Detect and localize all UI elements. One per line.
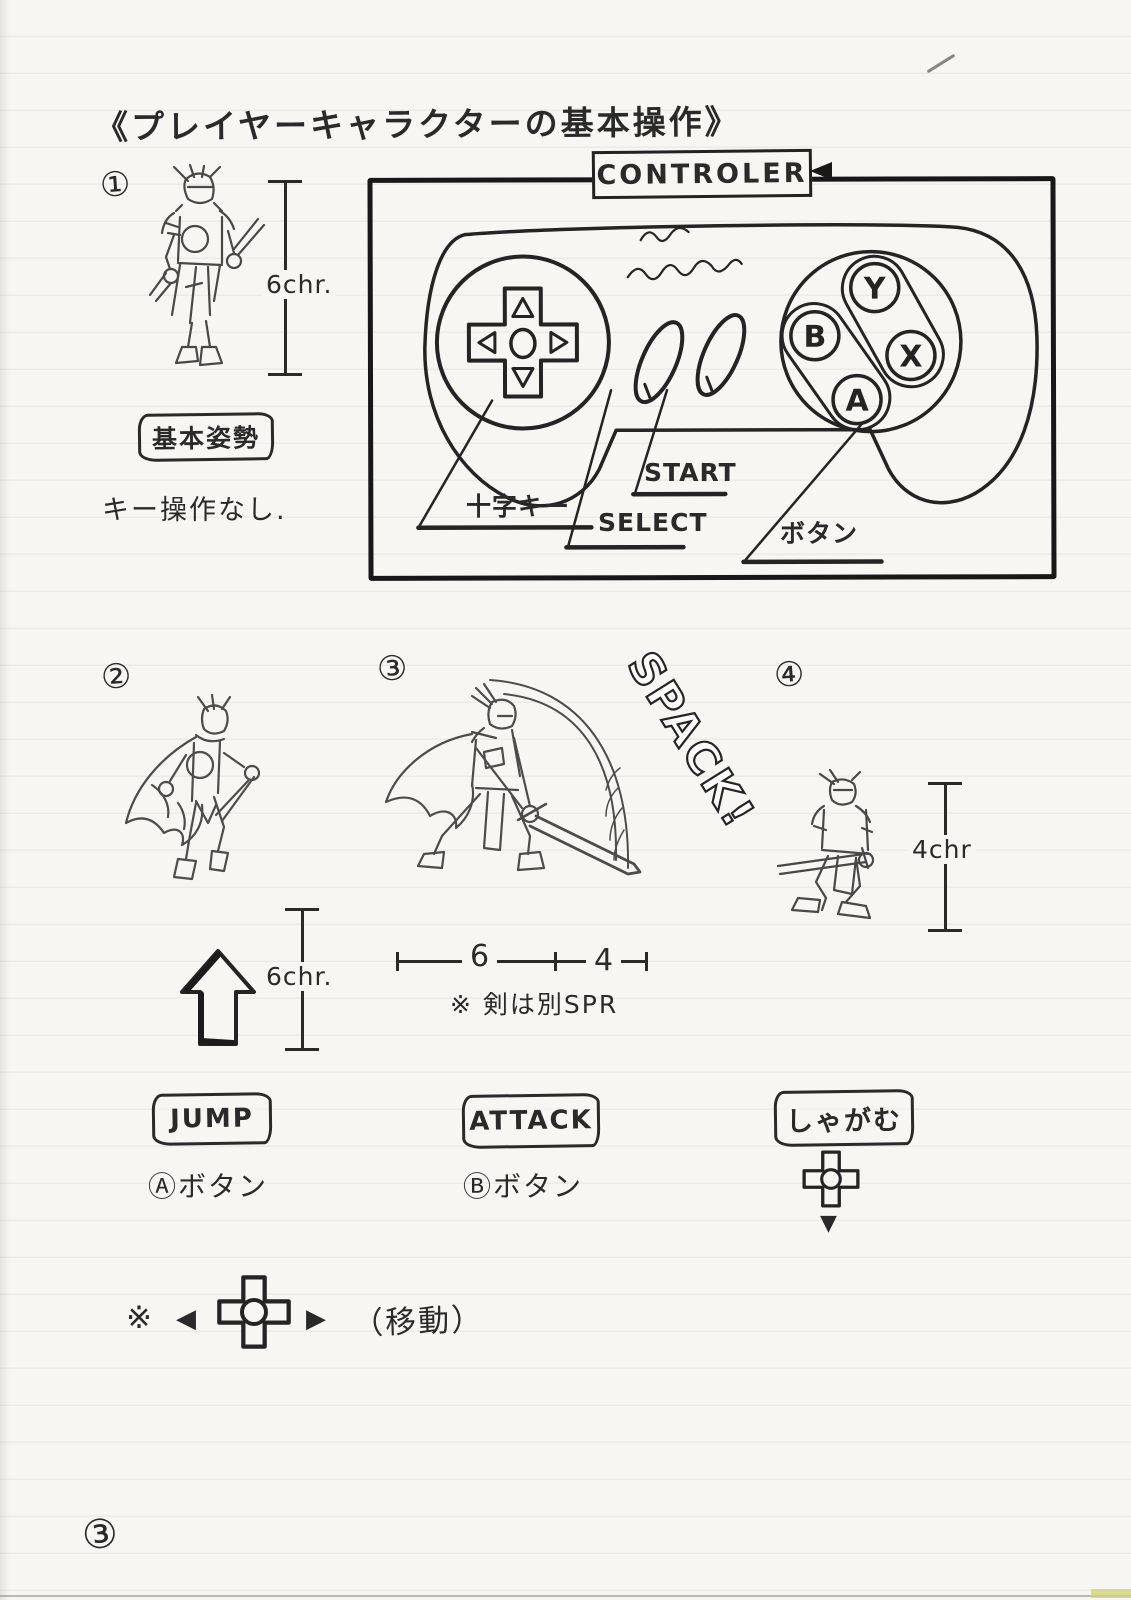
dpad-left-arrow-icon [477, 331, 497, 355]
page-number: ③ [79, 1510, 121, 1560]
arrow-into-label-icon [810, 162, 832, 180]
jumping-knight-sketch [124, 693, 261, 881]
attack-action-box: ATTACK [461, 1093, 601, 1149]
section-1-number: ① [98, 163, 132, 207]
pill-y-x [840, 254, 945, 389]
sfx-text: SPACK! [617, 643, 765, 838]
button-y-shape [849, 261, 901, 314]
right-triangle-icon: ▶ [306, 1304, 326, 1334]
scribble-note-2 [626, 258, 743, 281]
dpad-center-button [509, 327, 537, 360]
start-leader-line [634, 388, 669, 494]
attack-button-note: Ⓑボタン [463, 1170, 584, 1203]
dpad-cross-icon [466, 286, 579, 399]
dpad-down-arrow-icon [511, 366, 535, 388]
button-b-label: B [803, 320, 826, 355]
start-label: START [644, 458, 737, 487]
button-x-shape [885, 329, 937, 382]
footer-note-marker: ※ [126, 1300, 154, 1336]
sprite-note: ※ 剣は別SPR [450, 990, 619, 1019]
scribble-note-1 [639, 226, 690, 243]
page-title: 《プレイヤーキャラクターの基本操作》 [94, 102, 741, 147]
button-a-label: A [845, 384, 869, 419]
scan-bottom-line [0, 1595, 1131, 1597]
left-triangle-icon: ◀ [176, 1304, 196, 1334]
height-label-crouch: 4chr [908, 835, 976, 864]
dpad-ring [434, 254, 611, 431]
no-key-note: キー操作なし. [102, 495, 287, 526]
dpad-right-arrow-icon [549, 330, 569, 354]
attacking-knight-sketch [384, 679, 642, 876]
width-value-left: 6 [462, 942, 498, 972]
scan-edge-shadow [0, 0, 10, 1600]
crouch-action-box: しゃがむ [773, 1089, 915, 1147]
button-y-label: Y [863, 272, 887, 307]
dpad-icon-crouch [802, 1150, 860, 1208]
pill-b-a [780, 302, 892, 432]
jump-action-box: JUMP [151, 1092, 273, 1146]
down-triangle-icon: ▼ [820, 1211, 837, 1236]
select-button-shape [633, 320, 685, 405]
height-label-stance: 6chr. [262, 270, 337, 299]
width-value-right: 4 [586, 946, 622, 976]
height-label-jump: 6chr. [262, 962, 337, 991]
select-leader-line [567, 389, 613, 547]
dpad-leader-line [417, 399, 494, 530]
face-buttons-ring [779, 249, 963, 434]
buttons-label: ボタン [780, 519, 859, 548]
button-x-label: X [899, 339, 922, 374]
controller-title: CONTROLER [596, 157, 808, 191]
start-button-shape [695, 313, 747, 397]
kneeling-knight-sketch [776, 768, 875, 920]
dpad-up-arrow-icon [511, 296, 535, 319]
select-label: SELECT [598, 508, 708, 537]
up-arrow-icon [180, 949, 256, 1046]
controller-drawing: Y X B A [416, 223, 1039, 565]
controller-title-box: CONTROLER [591, 148, 813, 200]
pencil-stray-mark [926, 53, 956, 74]
sfx-splack: SPACK! [616, 642, 767, 839]
dpad-label: 十字キー [466, 492, 571, 521]
jump-button-note: Ⓐボタン [148, 1170, 269, 1203]
width-ruler-6-4 [396, 952, 648, 971]
controller-diagram-frame: Y X B A [367, 176, 1057, 581]
dpad-icon-move [217, 1275, 291, 1349]
button-b-shape [789, 309, 841, 362]
standing-knight-sketch [148, 163, 266, 367]
section-2-number: ② [99, 655, 133, 699]
section-4-number: ④ [772, 653, 806, 697]
scan-artifact-yellow [1091, 1589, 1131, 1598]
buttons-leader-line [744, 422, 864, 562]
pose-label-box: 基本姿勢 [137, 412, 275, 462]
button-a-shape [831, 373, 883, 426]
move-label: （移動） [351, 1301, 485, 1343]
